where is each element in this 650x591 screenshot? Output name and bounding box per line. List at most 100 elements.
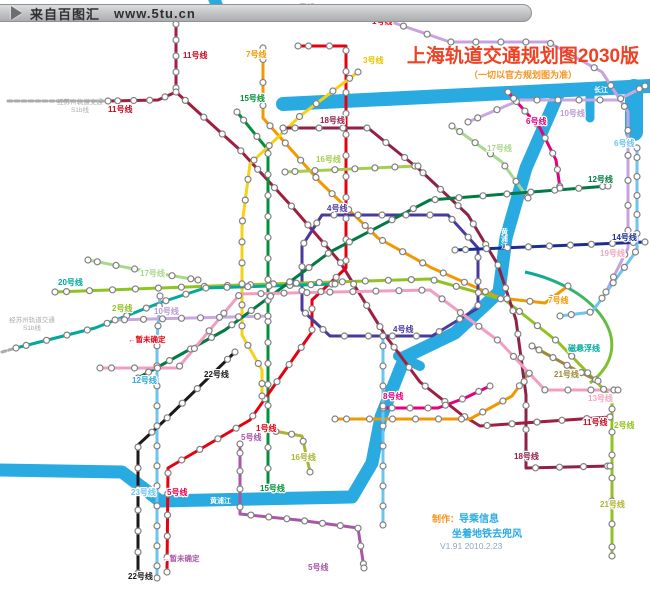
station-marker [608,543,616,551]
station-marker [342,46,350,55]
station-marker [405,363,413,371]
station-marker [460,278,468,286]
station-marker [522,425,530,434]
station-marker [503,190,511,198]
station-marker [283,515,291,523]
station-marker [163,553,171,561]
station-marker [176,362,184,370]
station-marker [411,415,420,423]
station-marker [454,202,462,210]
station-marker [164,469,172,477]
line-label: 8号线 [383,391,403,401]
station-marker [501,162,509,170]
station-marker [236,503,244,511]
line-label: 2号线 [614,420,634,430]
station-marker [494,261,502,269]
station-marker [153,542,161,550]
line-label: 1号线 [256,423,276,433]
station-marker [223,283,231,291]
station-marker [541,134,549,142]
station-marker [479,408,487,416]
station-marker [547,294,555,302]
station-marker [399,22,408,30]
station-marker [363,301,371,309]
station-marker [388,404,396,412]
line-label: 6号线 [526,116,546,126]
station-marker [388,415,397,423]
station-marker [12,344,20,352]
station-marker [379,342,387,350]
station-marker [264,275,272,284]
station-marker [134,443,142,451]
station-marker [486,382,494,390]
station-marker [483,421,491,430]
metro-line [98,288,620,392]
station-marker [194,276,202,284]
station-marker [153,502,161,510]
station-marker [349,288,357,296]
station-marker [564,386,572,394]
station-marker [471,139,479,147]
station-marker [388,216,396,224]
station-marker [223,355,232,363]
station-marker [464,118,472,126]
station-marker [297,343,305,351]
station-marker [155,302,163,310]
station-marker [457,415,466,423]
station-marker [524,194,532,202]
station-marker [315,278,323,287]
station-marker [264,338,272,347]
station-marker [361,277,369,285]
station-marker [527,188,535,196]
line-label: 15号线 [260,483,285,493]
station-marker [503,244,512,252]
station-marker [481,288,489,296]
station-marker [438,295,446,303]
station-marker [318,519,327,527]
station-marker [549,149,557,157]
station-marker [533,418,541,426]
station-marker [264,359,272,368]
station-marker [281,139,289,147]
station-marker [111,316,119,324]
station-marker [598,294,606,302]
station-marker [250,156,258,164]
line-label: 11号线 [583,417,607,427]
station-marker [474,277,482,285]
station-marker [531,464,540,472]
station-marker [259,44,267,52]
station-marker [264,312,272,320]
station-marker [312,100,320,108]
station-marker [474,253,482,261]
station-marker [414,162,422,170]
station-marker [641,82,649,90]
station-marker [153,562,161,570]
station-marker [596,96,604,104]
station-marker [499,397,507,405]
station-marker [273,378,281,386]
line-label: 17号线 [487,143,512,153]
station-marker [308,326,316,334]
station-marker [447,38,455,46]
line-label: 18号线 [514,451,539,461]
station-marker [238,322,246,330]
metro-line [530,344,600,383]
station-marker [631,248,640,256]
station-marker [317,288,325,296]
station-marker [629,238,637,247]
station-marker [253,132,261,140]
station-marker [361,222,369,230]
station-marker [360,564,368,572]
station-marker [172,68,180,76]
station-marker [220,309,228,317]
station-marker [236,449,244,457]
station-marker [154,322,162,330]
station-marker [351,165,359,173]
station-marker [423,30,431,38]
line-label: 11号线 [108,104,132,114]
station-marker [541,386,549,394]
station-marker [340,332,348,340]
station-marker [577,369,585,377]
station-marker [474,114,482,122]
station-marker [388,332,396,340]
